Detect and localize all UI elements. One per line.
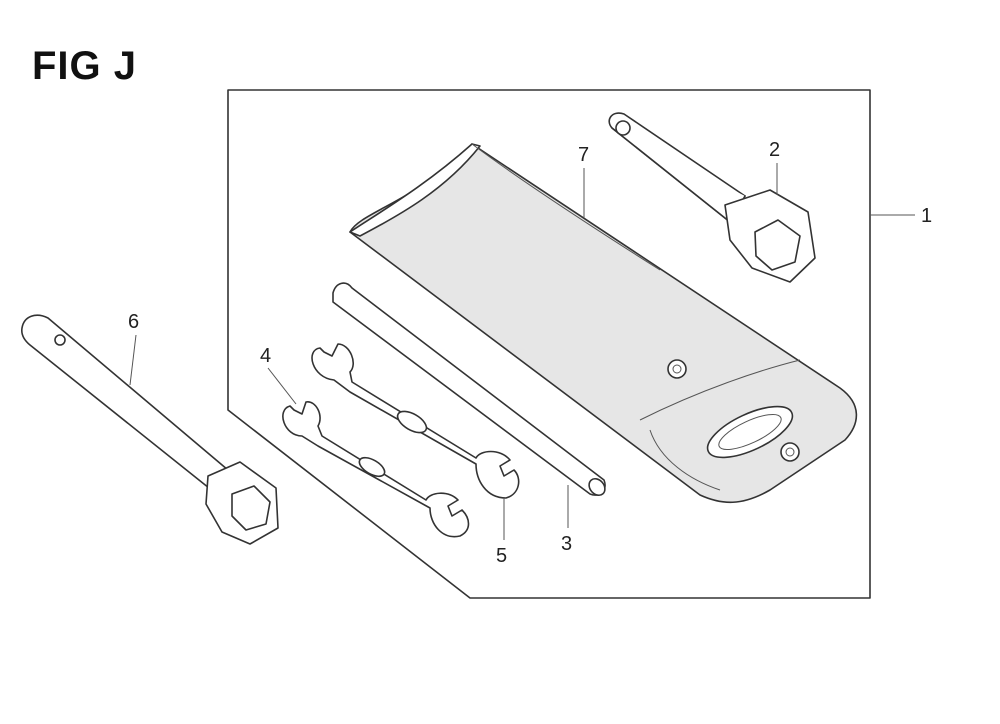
tool-bag[interactable] xyxy=(349,143,858,504)
kit-group-outline xyxy=(227,89,871,599)
callout-3: 3 xyxy=(561,533,572,555)
open-end-wrench-large[interactable] xyxy=(311,343,520,499)
box-wrench[interactable] xyxy=(608,112,816,283)
callout-7: 7 xyxy=(578,144,589,166)
callout-leader-6 xyxy=(129,334,137,386)
callout-4: 4 xyxy=(260,345,271,367)
callout-6: 6 xyxy=(128,311,139,333)
bar[interactable] xyxy=(332,282,608,498)
figure-title: FIG J xyxy=(32,44,138,88)
open-end-wrench-small[interactable] xyxy=(282,401,470,538)
callout-leader-4 xyxy=(267,367,297,405)
callout-1: 1 xyxy=(921,205,932,227)
callout-2: 2 xyxy=(769,139,780,161)
callout-5: 5 xyxy=(496,545,507,567)
spark-plug-wrench[interactable] xyxy=(21,314,279,545)
